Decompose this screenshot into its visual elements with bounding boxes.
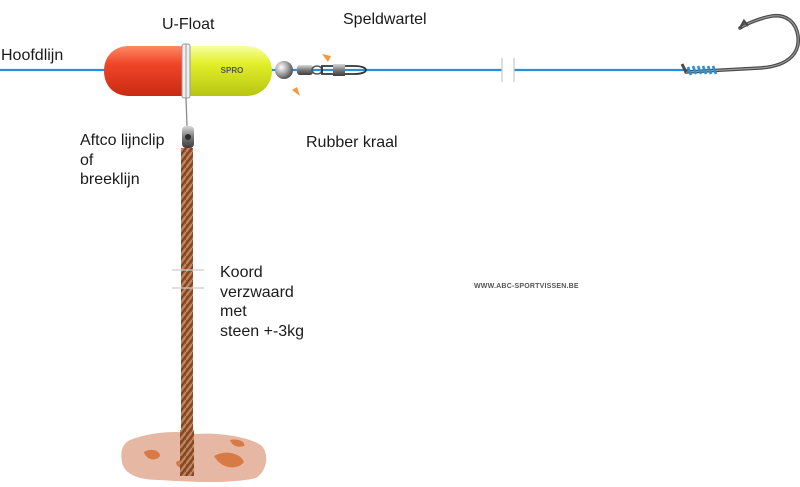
line-break-marks [501,58,515,82]
rubber-bead [275,61,293,79]
label-cord-line-1: Koord [220,264,263,281]
label-bead: Rubber kraal [306,134,398,151]
label-cord-line-2: verzwaard [220,283,294,301]
weighted-cord [172,148,204,449]
line-clip [182,97,194,148]
snap-swivel [297,64,367,76]
watermark-text: WWW.ABC-SPORTVISSEN.BE [474,283,579,290]
weight-stone [121,430,267,482]
label-line-clip-line-1: Aftco lijnclip [80,132,165,149]
label-cord-line-4: steen +-3kg [220,322,305,340]
label-cord: Koord verzwaard met steen +-3kg [220,263,304,341]
label-line-clip-line-2: of [80,151,94,169]
u-float: SPRO [104,43,272,99]
label-line-clip-line-3: breeklijn [80,171,140,188]
float-brand-text: SPRO [221,66,244,75]
label-cord-line-3: met [220,303,247,320]
label-swivel: Speldwartel [343,11,427,28]
label-float: U-Float [162,16,215,33]
label-main-line: Hoofdlijn [1,47,64,64]
bead-pointer-arrow [292,87,300,96]
hook-icon [680,13,800,76]
swivel-pointer-arrow [322,54,331,62]
label-line-clip: Aftco lijnclip of breeklijn [80,131,164,190]
